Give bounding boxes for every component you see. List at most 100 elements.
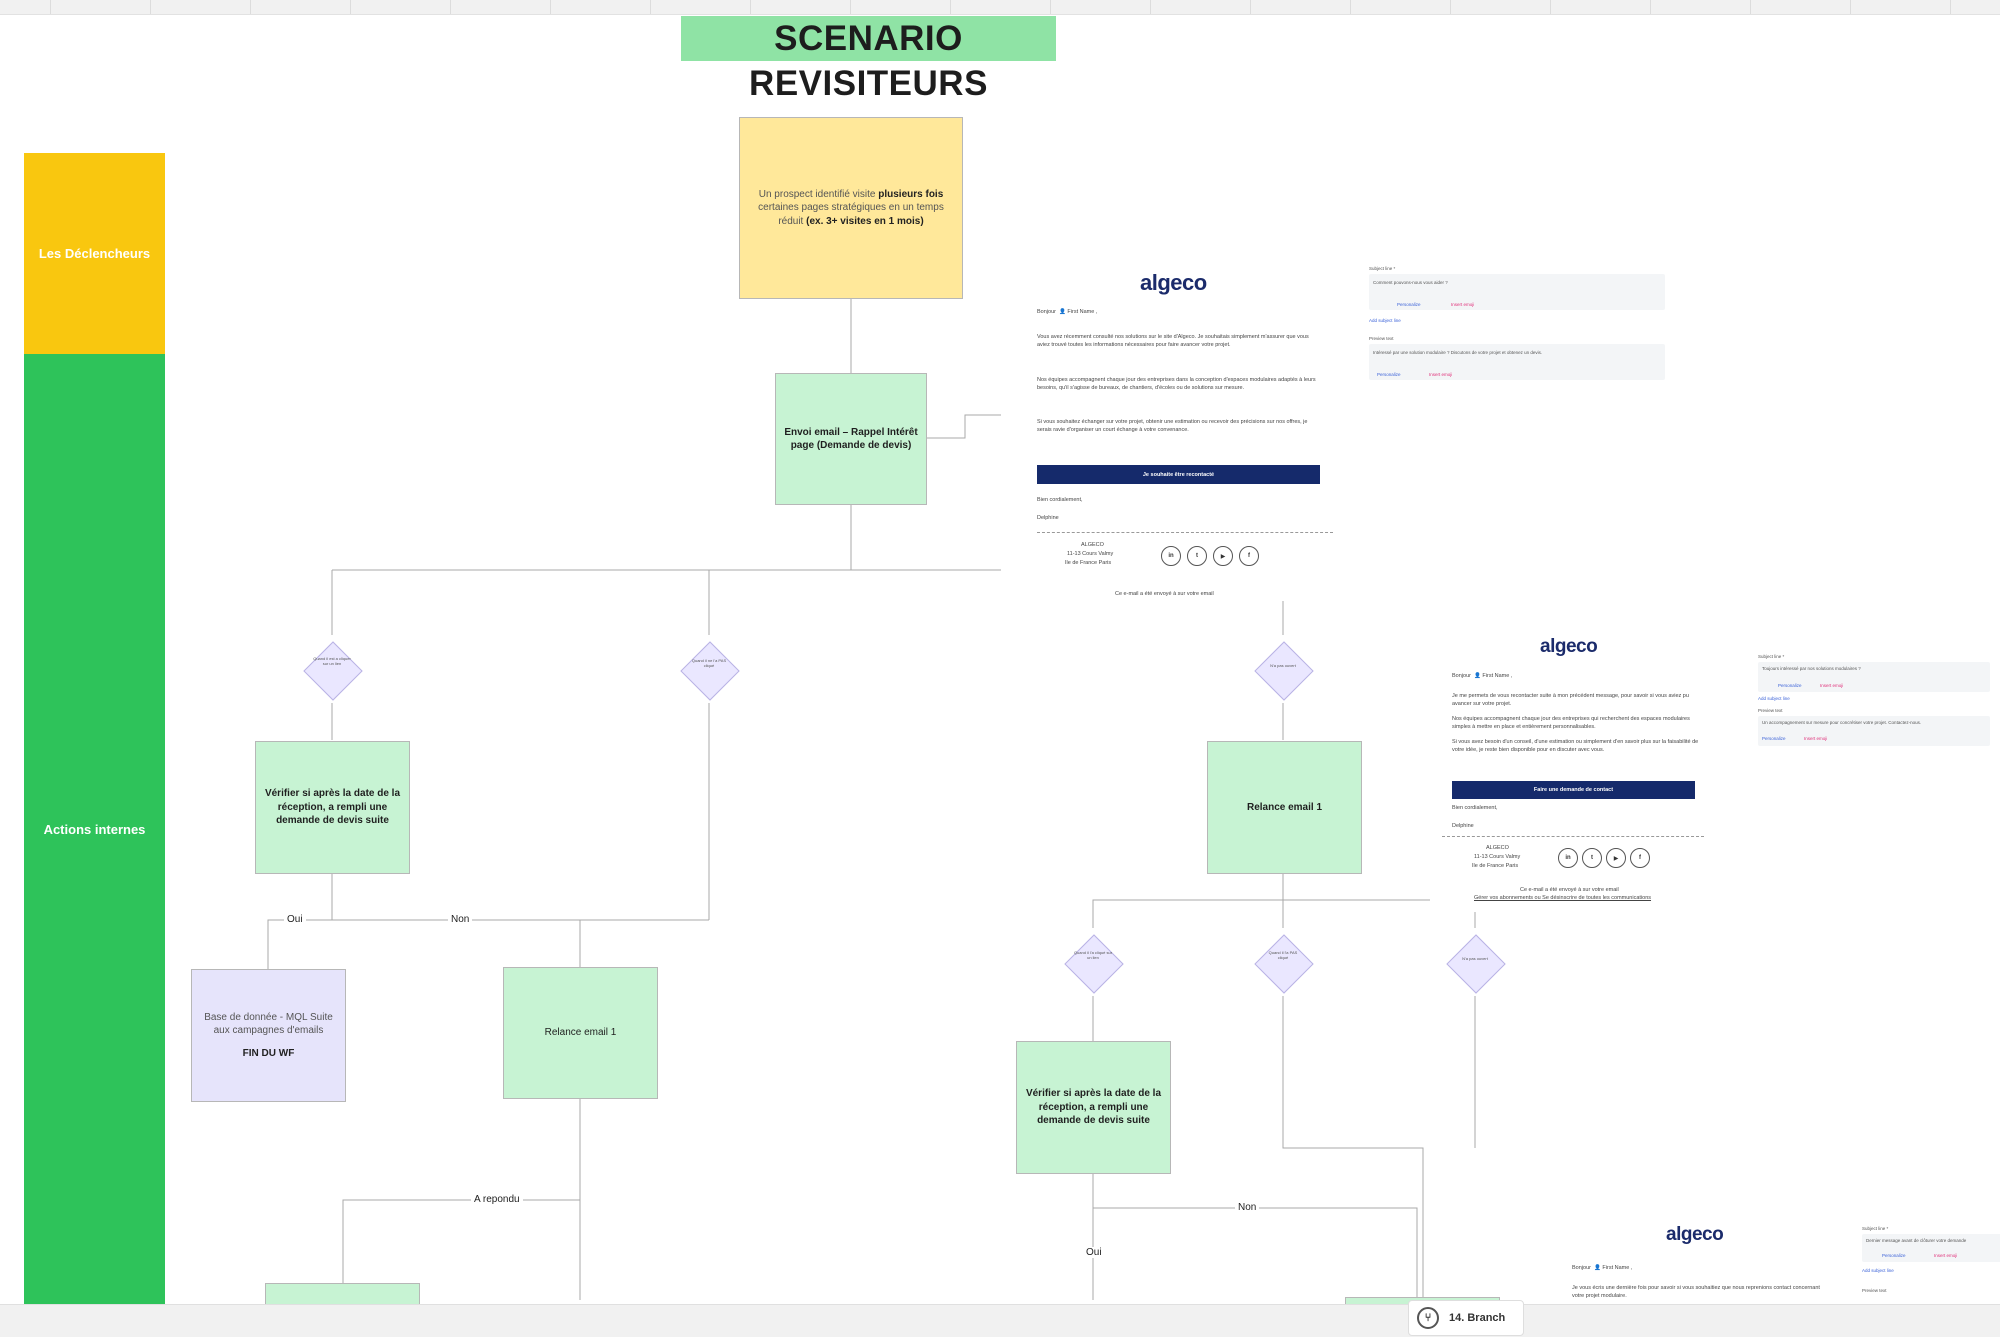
panel2-preview-value: Un accompagnement sur mesure pour concré…: [1762, 720, 1922, 725]
relance-right-node[interactable]: Relance email 1: [1207, 741, 1362, 874]
diamond-clicked-link-text: Quand il est a cliquer sur un lien: [313, 656, 351, 666]
panel2-emoji-2[interactable]: Insert emoji: [1804, 736, 1828, 741]
panel3-emoji[interactable]: Insert emoji: [1934, 1253, 1958, 1258]
email2-p3: Si vous avez besoin d'un conseil, d'une …: [1452, 739, 1699, 753]
email1-closing: Bien cordialement,: [1037, 497, 1083, 503]
email1-first-name: First Name: [1067, 309, 1095, 315]
email2-cta-button[interactable]: Faire une demande de contact: [1452, 781, 1695, 799]
trigger-text-c: certaines pages stratégiques en un temps…: [758, 202, 944, 227]
algeco-logo-2: algeco: [1540, 636, 1598, 657]
panel1-preview-value: Intéressé par une solution modulaire ? D…: [1373, 350, 1543, 355]
lane-triggers-label: Les Déclencheurs: [38, 246, 151, 261]
base-data-content: Base de donnée - MQL Suite aux campagnes…: [198, 1011, 339, 1061]
linkedin-icon[interactable]: in: [1161, 546, 1181, 566]
diagram-title: SCENARIO REVISITEURS: [681, 16, 1056, 103]
panel1-subject-label: Subject line *: [1369, 266, 1396, 271]
panel3-subject-field[interactable]: [1862, 1234, 2000, 1262]
panel2-add-subject[interactable]: Add subject line: [1758, 696, 1790, 701]
diamond-not-opened-2-text: N'a pas ouvert: [1462, 956, 1488, 961]
panel1-add-subject[interactable]: Add subject line: [1369, 318, 1401, 323]
panel3-subject-value: Dernier message avant de clôturer votre …: [1866, 1238, 1967, 1243]
lane-triggers[interactable]: Les Déclencheurs: [24, 153, 165, 354]
top-ruler: [0, 0, 2000, 15]
panel2-subject-field[interactable]: [1758, 662, 1990, 692]
panel3-preview-label: Preview text: [1862, 1288, 1887, 1293]
relance-left-label: Relance email 1: [544, 1027, 617, 1039]
verify-right-node[interactable]: Vérifier si après la date de la réceptio…: [1016, 1041, 1171, 1174]
branch-label: 14. Branch: [1449, 1312, 1506, 1324]
youtube-icon[interactable]: ▶: [1213, 546, 1233, 566]
email2-unsubscribe[interactable]: Gérer vos abonnements ou Se désinscrire …: [1474, 895, 1652, 901]
panel1-subject-value: Comment pouvons-nous vous aider ?: [1373, 280, 1448, 285]
diamond-not-clicked-2-text: Quand il l'a PAS cliqué: [1268, 950, 1298, 960]
twitter-icon[interactable]: t: [1187, 546, 1207, 566]
email1-cta-button[interactable]: Je souhaite être recontacté: [1037, 465, 1320, 484]
panel1-personalize-2[interactable]: Personalize: [1377, 372, 1401, 377]
panel3-subject-label: Subject line *: [1862, 1226, 1889, 1231]
email2-divider: [1442, 836, 1704, 837]
bottom-toolbar: [0, 1304, 2000, 1337]
panel2-preview-field[interactable]: [1758, 716, 1990, 746]
email2-address1: 11-13 Cours Valmy: [1474, 854, 1521, 860]
email1-greeting: Bonjour 👤 First Name ,: [1037, 309, 1098, 315]
branch-step-chip[interactable]: ⑂ 14. Branch: [1408, 1300, 1524, 1336]
email2-greeting-word: Bonjour: [1452, 673, 1471, 679]
edge-oui-left: Oui: [284, 914, 306, 925]
lane-actions[interactable]: Actions internes: [24, 354, 165, 1304]
relance-left-node[interactable]: Relance email 1: [503, 967, 658, 1099]
email-preview-1[interactable]: algeco Bonjour 👤 First Name , Vous avez …: [1001, 258, 1353, 601]
panel2-personalize-2[interactable]: Personalize: [1762, 736, 1786, 741]
edge-non-right: Non: [1235, 1202, 1260, 1213]
panel1-preview-field[interactable]: [1369, 344, 1665, 380]
email1-footer: Ce e-mail a été envoyé à sur votre email: [1115, 591, 1214, 597]
linkedin-icon-2[interactable]: in: [1558, 848, 1578, 868]
email1-address1: 11-13 Cours Valmy: [1067, 551, 1114, 557]
email1-p2: Nos équipes accompagnent chaque jour des…: [1037, 377, 1316, 391]
panel1-emoji[interactable]: Insert emoji: [1451, 302, 1475, 307]
twitter-icon-2[interactable]: t: [1582, 848, 1602, 868]
email2-signature: Delphine: [1452, 823, 1474, 829]
panel1-subject-field[interactable]: [1369, 274, 1665, 310]
edge-non-left: Non: [448, 914, 473, 925]
email3-greeting-word: Bonjour: [1572, 1265, 1591, 1271]
verify-right-label: Vérifier si après la date de la réceptio…: [1025, 1088, 1162, 1127]
panel1-preview-label: Preview text: [1369, 336, 1394, 341]
panel1-personalize[interactable]: Personalize: [1397, 302, 1421, 307]
trigger-node-text: Un prospect identifié visite plusieurs f…: [746, 188, 956, 229]
email2-settings-panel: Subject line * Toujours intéressé par no…: [1758, 652, 1990, 752]
email2-p2: Nos équipes accompagnent chaque jour des…: [1452, 716, 1690, 730]
email3-p1: Je vous écris une dernière fois pour sav…: [1572, 1285, 1820, 1299]
algeco-logo-3: algeco: [1666, 1224, 1724, 1245]
lane-actions-label: Actions internes: [43, 821, 146, 837]
send-email-node[interactable]: Envoi email – Rappel Intérêt page (Deman…: [775, 373, 927, 505]
edge-oui-right: Oui: [1083, 1247, 1105, 1258]
panel3-personalize[interactable]: Personalize: [1882, 1253, 1906, 1258]
email2-company: ALGECO: [1486, 845, 1509, 851]
email1-company: ALGECO: [1081, 542, 1104, 548]
trigger-node[interactable]: Un prospect identifié visite plusieurs f…: [739, 117, 963, 299]
facebook-icon-2[interactable]: f: [1630, 848, 1650, 868]
trigger-text-b: plusieurs fois: [878, 188, 944, 200]
base-data-node[interactable]: Base de donnée - MQL Suite aux campagnes…: [191, 969, 346, 1102]
edge-a-repondu: A repondu: [471, 1194, 523, 1205]
relance-right-label: Relance email 1: [1246, 801, 1323, 813]
panel3-add-subject[interactable]: Add subject line: [1862, 1268, 1894, 1273]
verify-left-node[interactable]: Vérifier si après la date de la réceptio…: [255, 741, 410, 874]
base-data-label: Base de donnée - MQL Suite aux campagnes…: [204, 1011, 333, 1037]
email1-settings-panel: Subject line * Comment pouvons-nous vous…: [1369, 264, 1665, 384]
email2-address2: Ile de France Paris: [1472, 863, 1519, 869]
youtube-icon-2[interactable]: ▶: [1606, 848, 1626, 868]
panel2-personalize[interactable]: Personalize: [1778, 683, 1802, 688]
email2-closing: Bien cordialement,: [1452, 805, 1498, 811]
email-preview-2[interactable]: algeco Bonjour 👤 First Name , Je me perm…: [1430, 632, 1720, 912]
email-preview-3[interactable]: algeco Bonjour 👤 First Name , Je vous éc…: [1560, 1222, 1840, 1304]
email2-p1: Je me permets de vous recontacter suite …: [1452, 693, 1689, 707]
email3-greeting: Bonjour 👤 First Name ,: [1572, 1265, 1633, 1271]
panel1-emoji-2[interactable]: Insert emoji: [1429, 372, 1453, 377]
email1-greeting-word: Bonjour: [1037, 309, 1056, 315]
facebook-icon[interactable]: f: [1239, 546, 1259, 566]
end-wf-label: FIN DU WF: [242, 1047, 295, 1059]
panel2-emoji[interactable]: Insert emoji: [1820, 683, 1844, 688]
email1-p3: Si vous souhaitez échanger sur votre pro…: [1037, 419, 1308, 433]
